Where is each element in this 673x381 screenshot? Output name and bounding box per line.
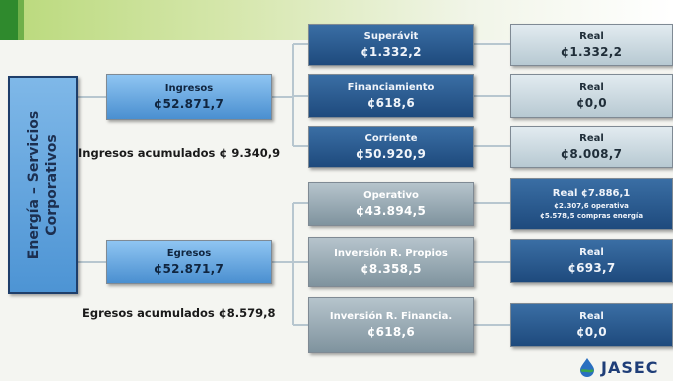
inversion-financia-value: ¢618,6 <box>366 325 416 339</box>
inversion-financia-node: Inversión R. Financia. ¢618,6 <box>308 297 474 353</box>
superavit-title: Superávit <box>363 31 419 42</box>
corriente-node: Corriente ¢50.920,9 <box>308 126 474 168</box>
egresos-title: Egresos <box>166 248 212 259</box>
corriente-title: Corriente <box>364 133 418 144</box>
operativo-real-title: Real ¢7.886,1 <box>552 188 631 199</box>
financiamiento-node: Financiamiento ¢618,6 <box>308 74 474 118</box>
superavit-real-title: Real <box>579 31 604 42</box>
operativo-value: ¢43.894,5 <box>355 204 427 218</box>
top-accent-dark <box>0 0 18 40</box>
inversion-propios-value: ¢8.358,5 <box>360 262 422 276</box>
inversion-financia-title: Inversión R. Financia. <box>329 311 453 322</box>
superavit-value: ¢1.332,2 <box>360 45 422 59</box>
financiamiento-title: Financiamiento <box>347 82 435 93</box>
financiamiento-real-node: Real ¢0,0 <box>510 74 673 118</box>
financiamiento-real-title: Real <box>579 82 604 93</box>
financiamiento-real-value: ¢0,0 <box>576 96 607 110</box>
operativo-real-detail-1: ¢2.307,6 operativa <box>554 202 629 210</box>
ingresos-title: Ingresos <box>164 83 214 94</box>
egresos-node: Egresos ¢52.871,7 <box>106 240 272 284</box>
egresos-value: ¢52.871,7 <box>153 262 225 276</box>
inversion-propios-real-node: Real ¢693,7 <box>510 239 673 283</box>
ingresos-accumulated-label: Ingresos acumulados ¢ 9.340,9 <box>78 146 281 160</box>
egresos-accumulated-label: Egresos acumulados ¢8.579,8 <box>82 306 276 320</box>
operativo-real-detail-2: ¢5.578,5 compras energía <box>539 212 644 220</box>
operativo-real-node: Real ¢7.886,1 ¢2.307,6 operativa ¢5.578,… <box>510 178 673 230</box>
corriente-value: ¢50.920,9 <box>355 147 427 161</box>
root-node: Energía – Servicios Corporativos <box>8 76 78 294</box>
inversion-propios-real-value: ¢693,7 <box>567 261 616 275</box>
superavit-real-node: Real ¢1.332,2 <box>510 24 673 66</box>
inversion-financia-real-title: Real <box>579 311 604 322</box>
top-accent-mid <box>18 0 24 40</box>
ingresos-node: Ingresos ¢52.871,7 <box>106 74 272 120</box>
corriente-real-title: Real <box>579 133 604 144</box>
operativo-title: Operativo <box>363 190 419 201</box>
inversion-propios-real-title: Real <box>579 247 604 258</box>
superavit-real-value: ¢1.332,2 <box>560 45 623 59</box>
inversion-financia-real-value: ¢0,0 <box>576 325 607 339</box>
inversion-propios-node: Inversión R. Propios ¢8.358,5 <box>308 237 474 287</box>
logo-text: JASEC <box>601 357 659 377</box>
operativo-node: Operativo ¢43.894,5 <box>308 182 474 226</box>
root-label: Energía – Servicios Corporativos <box>26 110 60 260</box>
corriente-real-node: Real ¢8.008,7 <box>510 126 673 168</box>
superavit-node: Superávit ¢1.332,2 <box>308 24 474 66</box>
ingresos-value: ¢52.871,7 <box>153 97 225 111</box>
financiamiento-value: ¢618,6 <box>366 96 416 110</box>
corriente-real-value: ¢8.008,7 <box>560 147 623 161</box>
inversion-financia-real-node: Real ¢0,0 <box>510 303 673 347</box>
water-drop-icon <box>580 358 594 377</box>
jasec-logo: JASEC <box>577 357 659 377</box>
inversion-propios-title: Inversión R. Propios <box>334 248 448 259</box>
